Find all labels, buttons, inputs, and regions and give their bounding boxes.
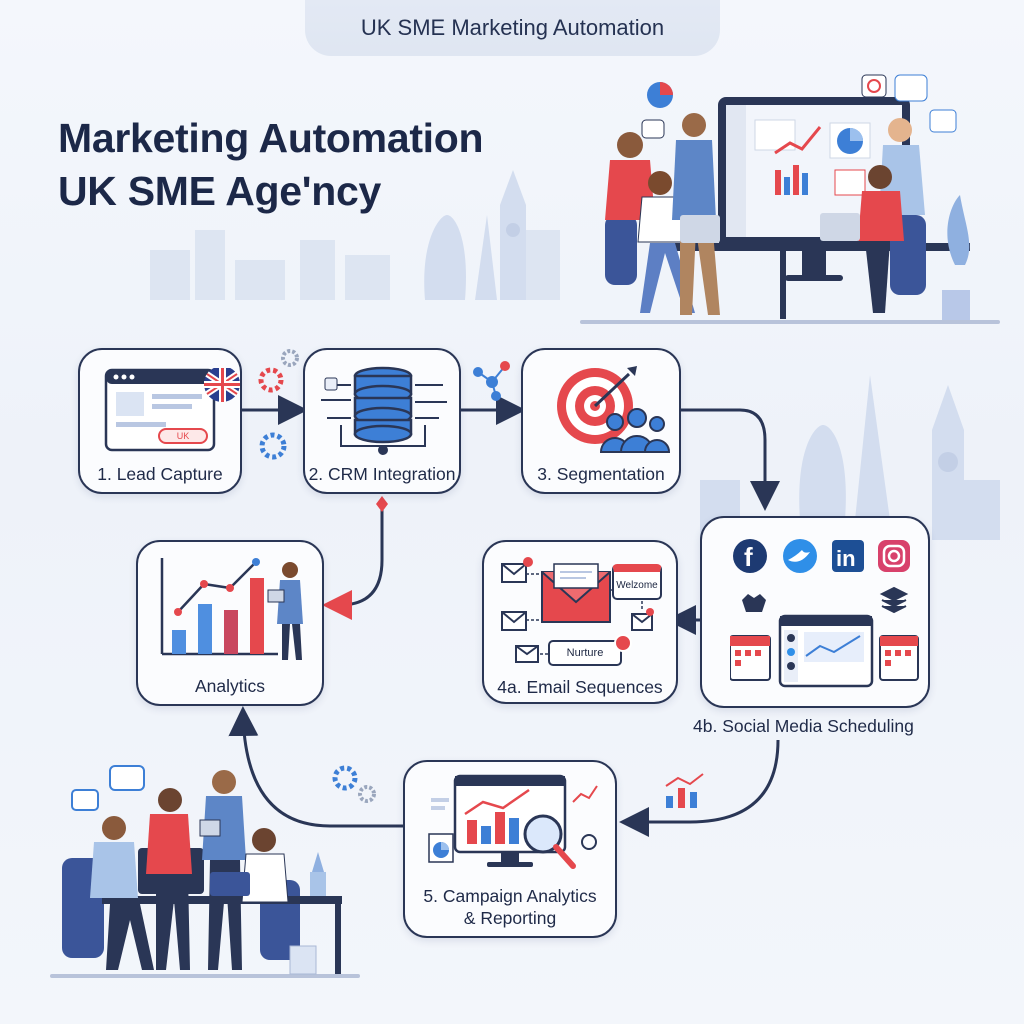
title-line-1: Marketing Automation: [58, 115, 484, 161]
web-form-icon: [104, 368, 240, 452]
monitor-analytics-icon: [428, 774, 598, 869]
team-meeting-illustration: [580, 74, 1000, 324]
layers-icon: [879, 586, 909, 614]
step-label: 2. CRM Integration: [308, 464, 456, 484]
facebook-icon: f: [733, 539, 767, 573]
twitter-icon: [783, 539, 817, 573]
page-title: Marketing Automation UK SME Age'ncy: [58, 112, 484, 218]
step-label: 4a. Email Sequences: [497, 677, 663, 697]
welcome-email-tag: Welzome: [612, 564, 662, 600]
nurture-email-tag: Nurture: [548, 640, 622, 666]
svg-text:f: f: [744, 542, 753, 572]
analytics-card[interactable]: Analytics: [136, 540, 324, 706]
analyst-person-icon: [267, 562, 303, 660]
instagram-icon: [878, 540, 910, 572]
hootsuite-icon: [742, 594, 766, 612]
form-submit-button[interactable]: UK: [158, 428, 208, 444]
analytics-label: Analytics: [194, 676, 266, 696]
step-label-line-1: 5. Campaign Analytics: [423, 886, 597, 906]
envelope-icon: [541, 563, 611, 623]
gear-icon: [258, 349, 376, 803]
email-flow-icon: [501, 557, 654, 663]
target-audience-icon: [557, 366, 671, 453]
step-label-line-2: & Reporting: [463, 908, 557, 928]
database-icon: [321, 366, 447, 455]
step-social-media-card[interactable]: f in: [700, 516, 930, 708]
step-lead-capture-card[interactable]: UK 1. Lead Capture: [78, 348, 242, 494]
svg-text:in: in: [836, 546, 856, 571]
calendar-icon: [879, 635, 919, 681]
step-label: 3. Segmentation: [537, 464, 665, 484]
step-crm-integration-card[interactable]: 2. CRM Integration: [303, 348, 461, 494]
step-segmentation-card[interactable]: 3. Segmentation: [521, 348, 681, 494]
step-email-sequences-card[interactable]: Welzome Nurture 4a. Email Sequences: [482, 540, 678, 704]
team-desk-illustration: [50, 765, 360, 978]
magnifier-icon: [523, 814, 576, 869]
step-label: 1. Lead Capture: [97, 464, 223, 484]
calendar-icon: [730, 635, 771, 681]
header-pill: UK SME Marketing Automation: [305, 0, 720, 56]
linkedin-icon: in: [832, 540, 864, 572]
uk-flag-icon: [204, 368, 240, 402]
social-media-label: 4b. Social Media Scheduling: [693, 716, 914, 736]
title-line-2: UK SME Age'ncy: [58, 168, 381, 214]
notification-badge-icon: [614, 634, 632, 652]
social-scheduler-icon: f in: [730, 539, 919, 688]
bar-chart-icon: [160, 558, 303, 660]
step-campaign-analytics-card[interactable]: 5. Campaign Analytics & Reporting: [403, 760, 617, 938]
